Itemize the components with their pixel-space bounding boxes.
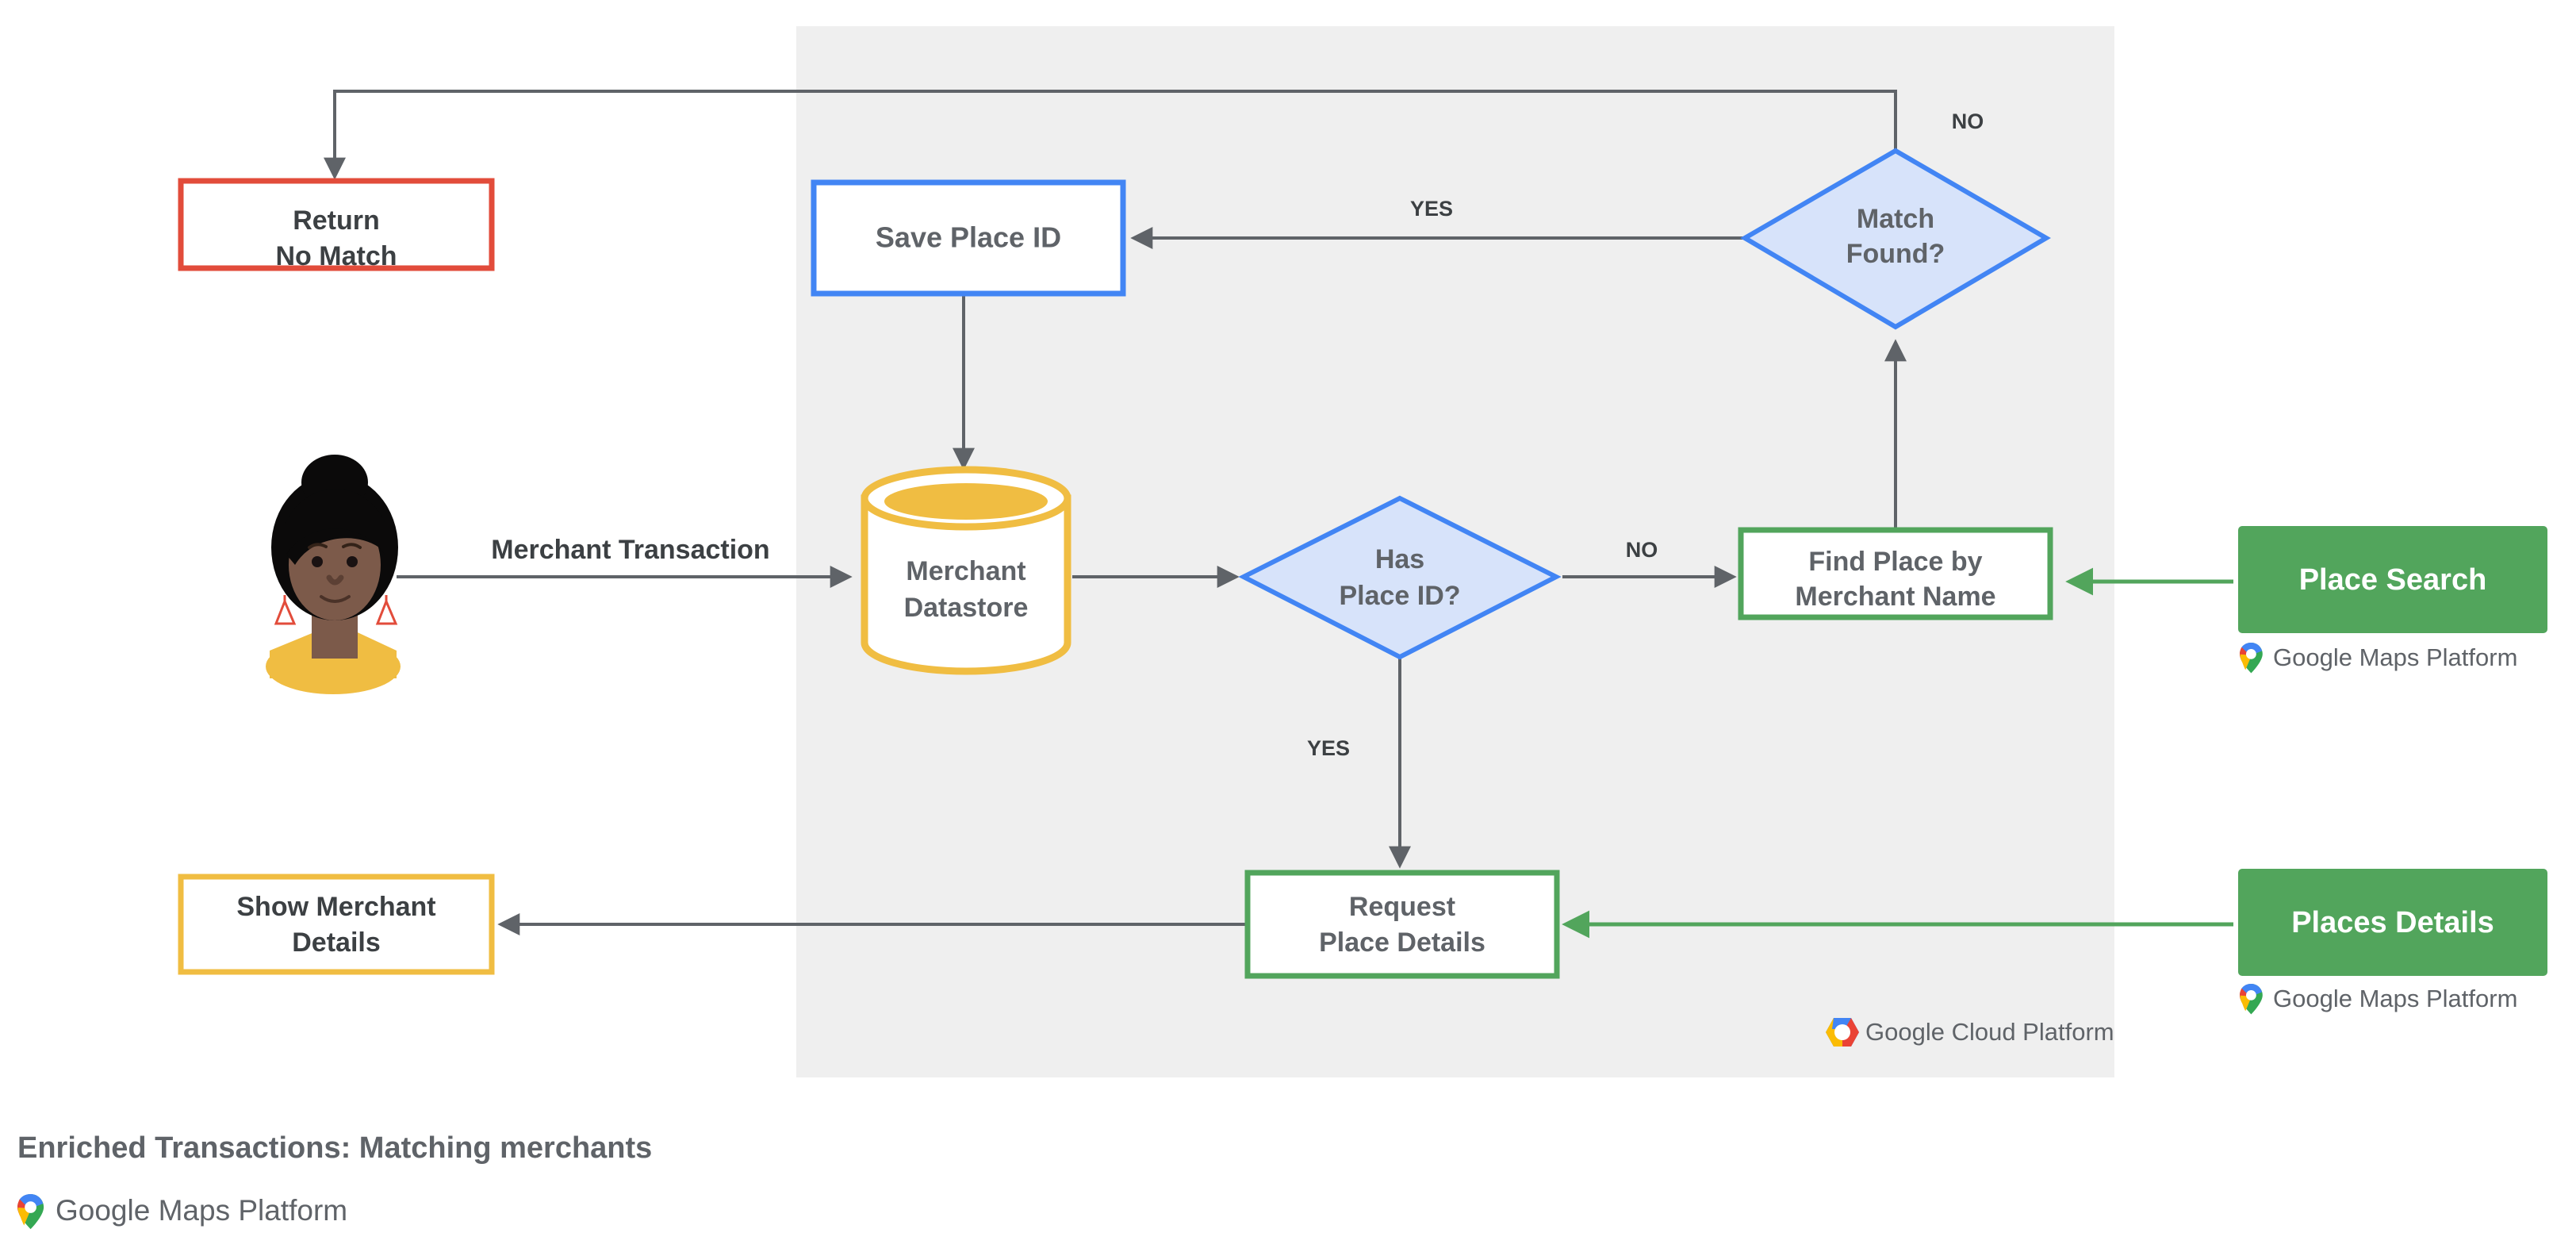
return-no-match-line1: Return (293, 205, 380, 236)
edge-label-match-found-yes: YES (1410, 197, 1453, 221)
node-place-search[interactable]: Place Search (2238, 526, 2547, 633)
edge-label-merchant-transaction: Merchant Transaction (491, 535, 769, 565)
node-places-details[interactable]: Places Details (2238, 869, 2547, 976)
merchant-datastore-line1: Merchant (906, 556, 1025, 586)
places-details-brand: Google Maps Platform (2240, 984, 2517, 1015)
node-show-merchant-details[interactable]: Show Merchant Details (178, 874, 495, 975)
footer-brand: Google Maps Platform (17, 1194, 347, 1230)
has-place-id-line1: Has (1375, 544, 1424, 574)
google-cloud-hex-icon (1826, 1018, 1859, 1047)
save-place-id-label: Save Place ID (876, 221, 1061, 254)
edge-label-has-place-id-yes: YES (1307, 736, 1350, 760)
place-search-label: Place Search (2299, 563, 2487, 597)
node-save-place-id[interactable]: Save Place ID (811, 179, 1126, 297)
google-maps-pin-icon (2240, 984, 2263, 1015)
match-found-line2: Found? (1846, 239, 1945, 269)
return-no-match-line2: No Match (276, 241, 397, 271)
google-maps-pin-icon (2240, 643, 2263, 674)
google-maps-pin-icon (17, 1194, 44, 1230)
edge-label-match-found-no: NO (1952, 109, 1984, 133)
request-place-details-line2: Place Details (1319, 927, 1485, 958)
node-find-place-by-merchant-name[interactable]: Find Place by Merchant Name (1738, 527, 2053, 620)
match-found-line1: Match (1857, 204, 1934, 234)
gcp-panel-brand: Google Cloud Platform (1826, 1018, 2114, 1047)
footer-brand-label: Google Maps Platform (56, 1194, 347, 1227)
node-return-no-match[interactable]: Return No Match (178, 178, 495, 271)
places-details-brand-label: Google Maps Platform (2273, 985, 2517, 1012)
node-merchant-datastore[interactable]: Merchant Datastore (861, 466, 1071, 675)
find-place-line1: Find Place by (1808, 547, 1982, 577)
has-place-id-line2: Place ID? (1339, 581, 1460, 611)
node-has-place-id[interactable]: Has Place ID? (1238, 495, 1562, 660)
find-place-line2: Merchant Name (1795, 582, 1995, 612)
show-merchant-line2: Details (292, 927, 381, 958)
gcp-panel-brand-label: Google Cloud Platform (1865, 1018, 2114, 1046)
edge-label-has-place-id-no: NO (1626, 538, 1658, 562)
request-place-details-line1: Request (1349, 892, 1455, 922)
merchant-datastore-line2: Datastore (904, 593, 1029, 623)
merchant-person-avatar (266, 455, 401, 694)
place-search-brand-label: Google Maps Platform (2273, 643, 2517, 671)
places-details-label: Places Details (2291, 906, 2494, 939)
node-request-place-details[interactable]: Request Place Details (1244, 870, 1560, 979)
diagram-caption: Enriched Transactions: Matching merchant… (17, 1131, 652, 1165)
place-search-brand: Google Maps Platform (2240, 643, 2517, 674)
show-merchant-line1: Show Merchant (236, 892, 435, 922)
node-match-found[interactable]: Match Found? (1740, 148, 2051, 330)
